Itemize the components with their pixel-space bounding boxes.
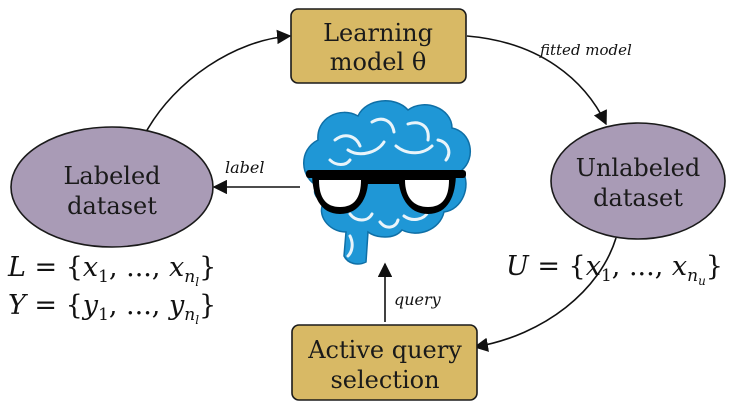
unlabeled-dataset-line2: dataset (593, 184, 683, 212)
labeled-dataset-line1: Labeled (63, 162, 160, 190)
labeled-Y-formula: Y = {y1, ..., ynl} (8, 290, 216, 327)
labeled-L-formula: L = {x1, ..., xnl} (7, 252, 216, 289)
unlabeled-U-formula: U = {x1, ..., xnu} (506, 251, 723, 288)
learning-model-node: Learning model θ (290, 8, 467, 84)
active-query-line2: selection (330, 366, 439, 394)
label-edge-label: label (225, 158, 264, 177)
labeled-dataset-line2: dataset (67, 192, 157, 220)
query-edge-label: query (394, 290, 442, 309)
edge-unlabeled-to-query (473, 237, 617, 352)
edge-labeled-to-model (145, 29, 292, 133)
unlabeled-dataset-line1: Unlabeled (576, 154, 700, 182)
learning-model-line1: Learning (323, 19, 433, 47)
learning-model-line2: model θ (330, 48, 427, 76)
labeled-dataset-node: Labeled dataset (10, 126, 214, 248)
brain-with-glasses-icon (303, 100, 471, 265)
unlabeled-dataset-node: Unlabeled dataset (550, 122, 726, 240)
edge-model-to-unlabeled (466, 35, 607, 126)
active-query-line1: Active query (307, 336, 462, 364)
active-query-node: Active query selection (291, 324, 478, 401)
fitted-model-label: fitted model (539, 41, 632, 59)
